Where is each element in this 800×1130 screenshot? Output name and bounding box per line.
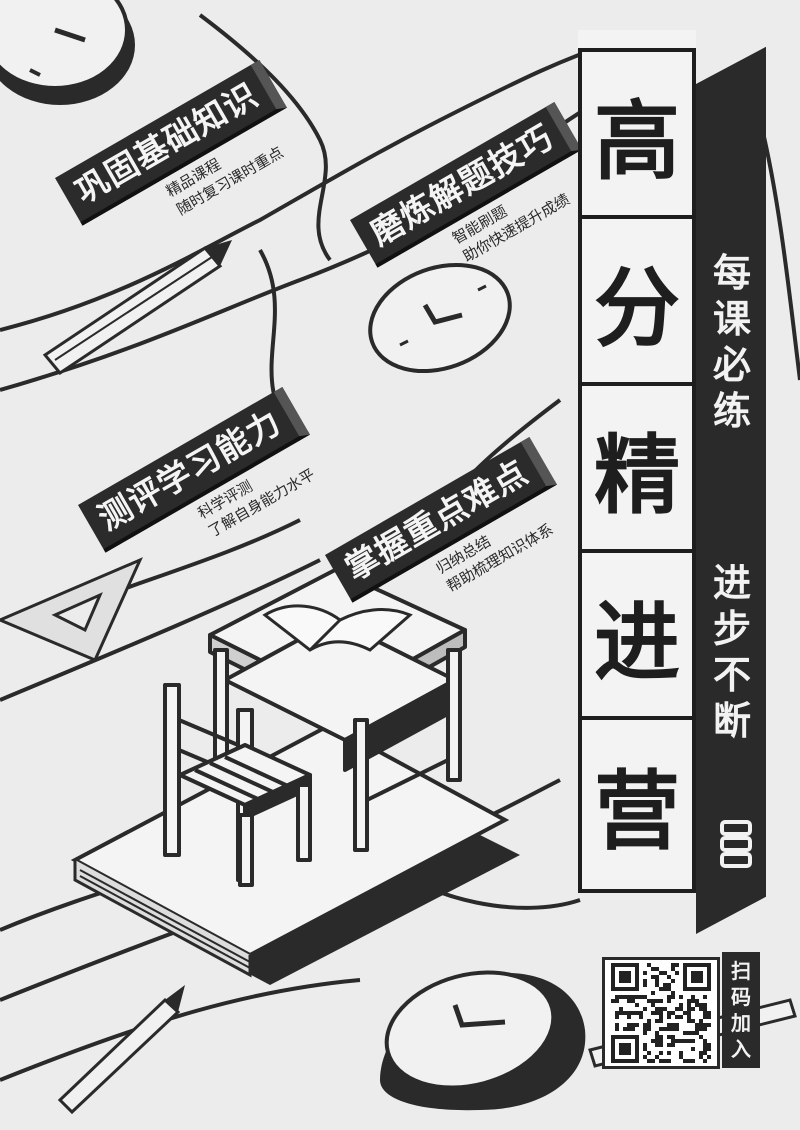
qr-label-char: 扫 <box>731 959 751 983</box>
qr-code-icon <box>611 963 711 1063</box>
ellipsis-icon <box>720 820 752 868</box>
pencil-icon <box>42 240 232 375</box>
slogan-line-1: 每 课 必 练 <box>704 250 760 434</box>
slogan-char: 课 <box>712 297 751 341</box>
headline-char: 进 <box>582 553 692 720</box>
headline-char: 高 <box>582 52 692 219</box>
slogan-line-2: 进 步 不 断 <box>704 560 760 744</box>
headline-char: 分 <box>582 219 692 386</box>
book-icon <box>262 604 413 652</box>
pillar-side <box>696 46 766 935</box>
chair-icon <box>163 683 312 887</box>
slogan-char: 不 <box>712 653 751 697</box>
qr-label-char: 码 <box>731 985 751 1009</box>
slogan-char: 必 <box>712 343 751 387</box>
slogan-char: 练 <box>712 389 751 433</box>
clock-icon <box>380 970 586 1111</box>
brush-icon <box>57 985 185 1115</box>
slogan-char: 进 <box>712 561 751 605</box>
headline-char: 精 <box>582 386 692 553</box>
slogan-char: 步 <box>712 607 751 651</box>
slogan-char: 每 <box>712 251 751 295</box>
headline-char: 营 <box>594 762 680 862</box>
slogan-char: 断 <box>712 699 751 743</box>
headline-pillar: 高 分 精 进 营 <box>578 48 696 893</box>
qr-label: 扫 码 加 入 <box>722 952 760 1068</box>
qr-label-char: 入 <box>731 1037 751 1061</box>
clock-icon <box>0 0 135 105</box>
clock-icon <box>368 262 512 374</box>
ruler-triangle-icon <box>0 557 143 662</box>
pillar-top <box>578 30 696 50</box>
qr-label-char: 加 <box>731 1011 751 1035</box>
qr-code[interactable] <box>602 957 720 1069</box>
paper-stack <box>70 722 520 985</box>
